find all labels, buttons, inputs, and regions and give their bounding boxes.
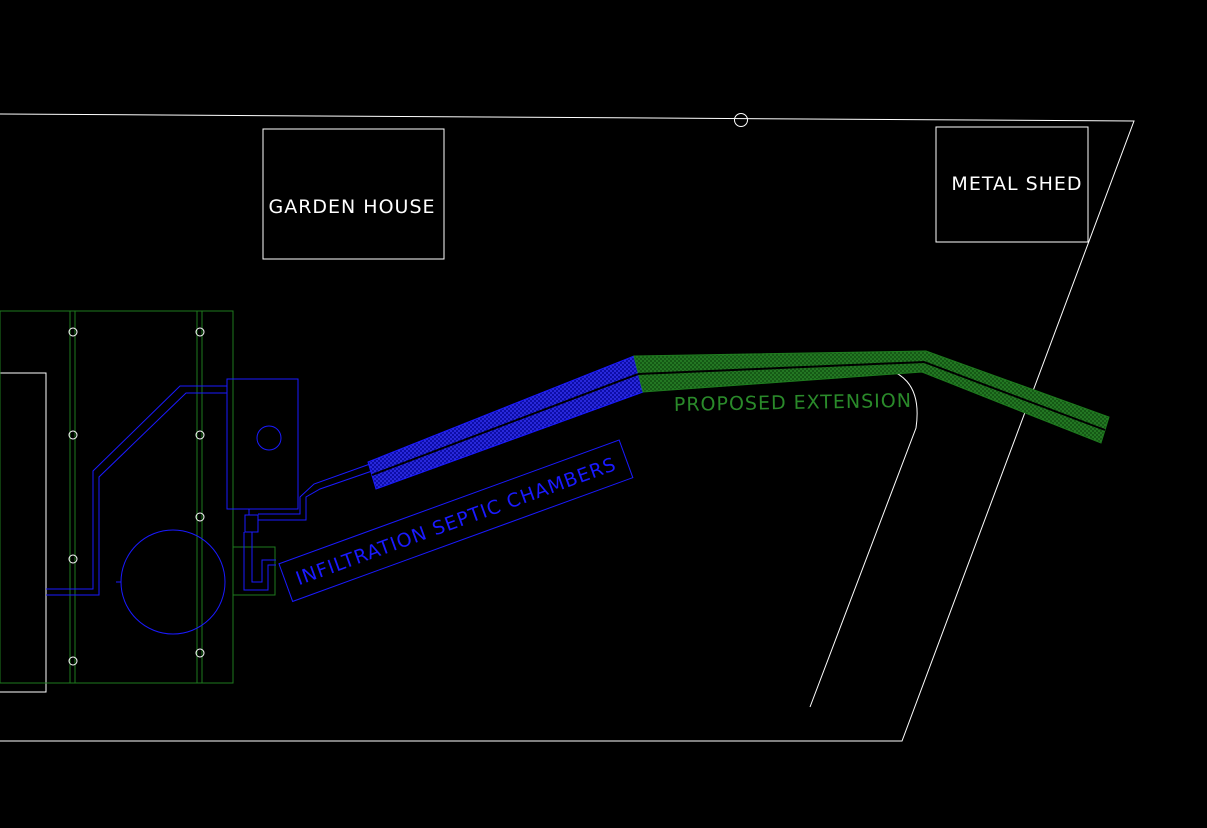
septic-markers (68, 327, 205, 666)
blue-pipes (46, 385, 373, 596)
infiltration-label-box: INFILTRATION SEPTIC CHAMBERS (278, 439, 634, 603)
garden-house: GARDEN HOUSE (262, 128, 445, 260)
driveway-curve (809, 365, 918, 708)
metal-shed: METAL SHED (935, 126, 1089, 243)
house-outline (0, 372, 47, 693)
distribution-box (226, 378, 299, 533)
property-boundary (0, 113, 1135, 742)
septic-field (0, 310, 276, 684)
septic-tank (116, 529, 226, 635)
garden-house-label: GARDEN HOUSE (268, 196, 435, 218)
boundary-marker-icon (734, 113, 748, 127)
metal-shed-label: METAL SHED (951, 173, 1082, 195)
proposed-extension-label: PROPOSED EXTENSION (674, 390, 912, 416)
proposed-extension-chamber (633, 350, 1110, 444)
